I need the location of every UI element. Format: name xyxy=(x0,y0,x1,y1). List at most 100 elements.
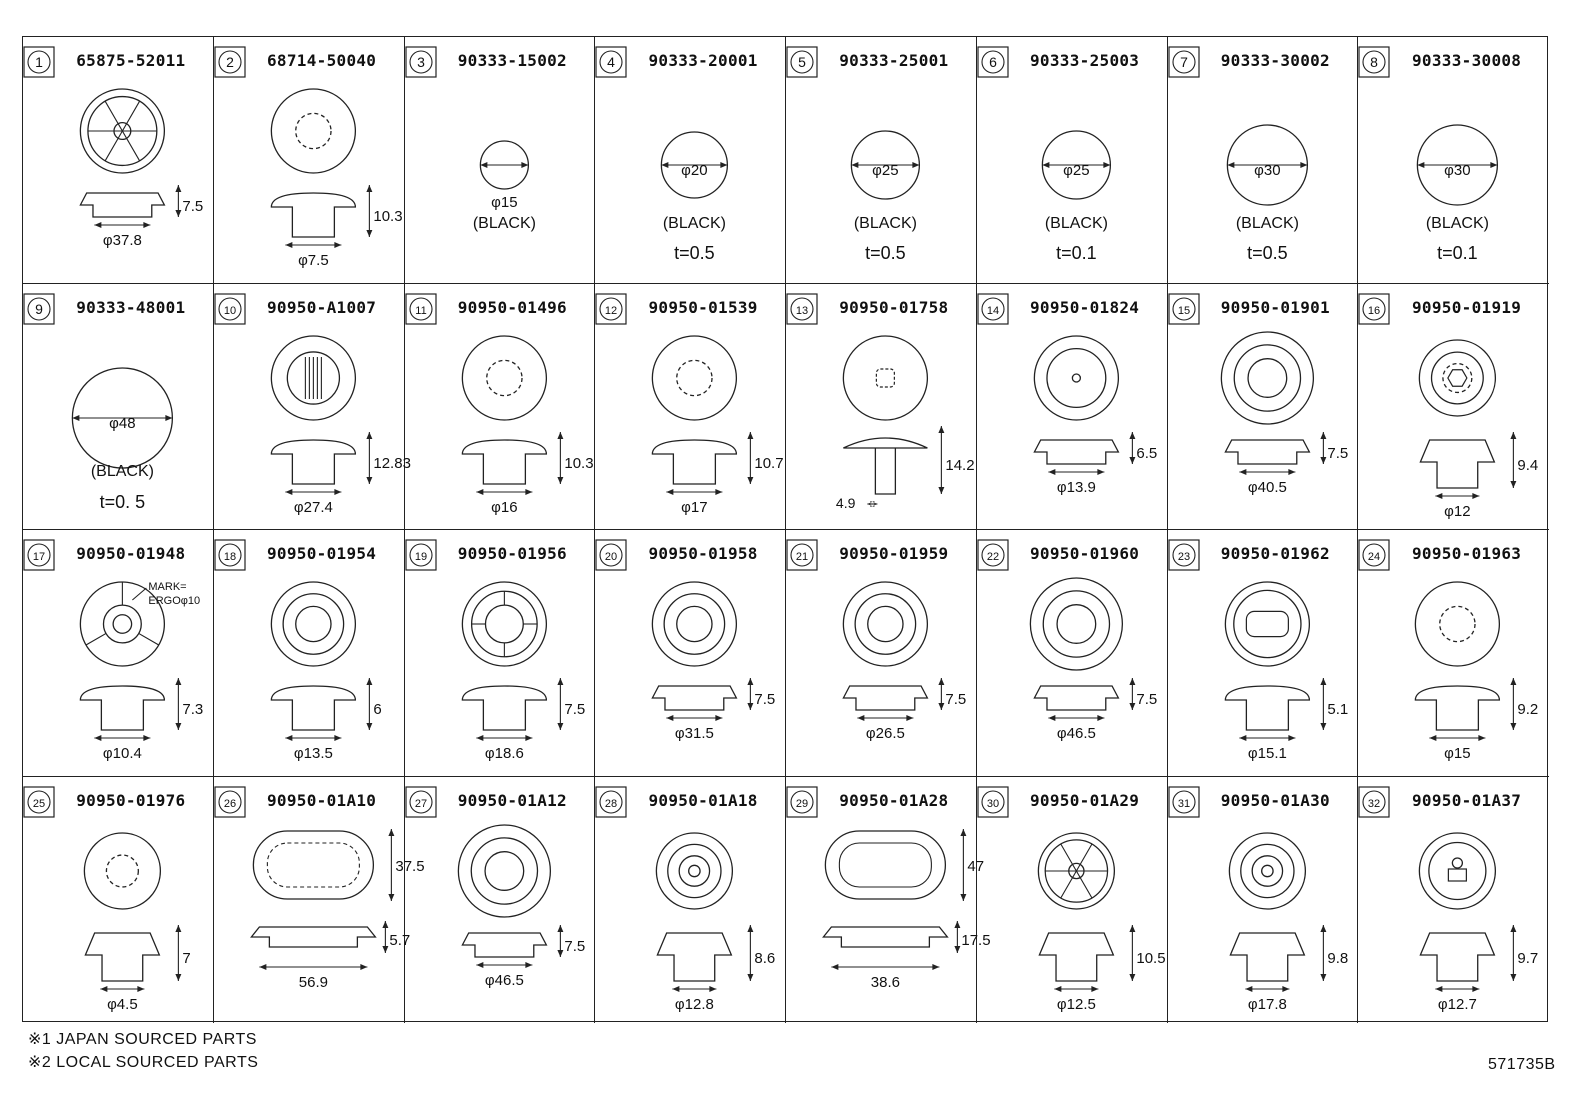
arrowhead xyxy=(1129,678,1136,710)
number-circle xyxy=(790,296,814,321)
part-number[interactable]: 90950-01962 xyxy=(1220,544,1330,563)
number-box xyxy=(214,46,246,78)
diameter-label: φ4.5 xyxy=(107,996,138,1013)
part-number[interactable]: 90950-01956 xyxy=(457,544,567,563)
inner-ring xyxy=(484,604,524,644)
height-label: 7.3 xyxy=(182,701,203,718)
part-number[interactable]: 90950-01A12 xyxy=(457,790,567,810)
part-number[interactable]: 90950-01959 xyxy=(839,544,949,563)
number-box xyxy=(23,785,55,818)
inner-dashed-circle xyxy=(1439,605,1476,643)
part-number[interactable]: 90950-01976 xyxy=(76,790,186,810)
spoke-line xyxy=(1060,843,1077,871)
center-ring xyxy=(1260,864,1274,877)
part-number[interactable]: 90333-15002 xyxy=(457,51,567,70)
top-view-outline xyxy=(1224,581,1310,667)
height-label: 9.8 xyxy=(1327,950,1348,967)
footnote-japan: ※1 JAPAN SOURCED PARTS xyxy=(28,1031,257,1048)
part-number[interactable]: 90950-01758 xyxy=(839,297,949,317)
inner-ring xyxy=(294,605,332,643)
diameter-label: φ12 xyxy=(1444,503,1470,520)
center-dot xyxy=(1071,372,1081,383)
part-number-index: 17 xyxy=(33,551,45,563)
inner-ring xyxy=(1056,604,1097,644)
number-box xyxy=(977,292,1009,325)
part-number[interactable]: 90950-01919 xyxy=(1411,297,1522,317)
hub-ring xyxy=(1067,862,1085,879)
mark-label: MARK= xyxy=(148,581,186,593)
number-circle xyxy=(27,50,51,74)
part-number[interactable]: 90950-01A37 xyxy=(1411,790,1522,810)
part-number[interactable]: 90950-01A28 xyxy=(839,790,949,810)
number-circle xyxy=(218,543,242,567)
part-number[interactable]: 90950-01A29 xyxy=(1029,790,1140,810)
height-label: 7.5 xyxy=(564,938,585,955)
part-number[interactable]: 90950-A1007 xyxy=(266,297,377,317)
part-number[interactable]: 90950-01A18 xyxy=(648,790,758,810)
part-number[interactable]: 65875-52011 xyxy=(76,51,186,70)
part-number[interactable]: 90950-01A10 xyxy=(266,790,377,810)
part-number[interactable]: 90950-01954 xyxy=(266,544,377,563)
top-view-outline xyxy=(457,823,551,918)
obround-outline xyxy=(824,829,947,900)
number-circle xyxy=(599,296,623,321)
inner-dashed-circle xyxy=(1442,362,1473,393)
part-number[interactable]: 68714-50040 xyxy=(266,51,377,70)
diameter-label: φ20 xyxy=(681,162,707,179)
part-number[interactable]: 90950-01539 xyxy=(648,297,758,317)
number-box xyxy=(1167,539,1200,571)
top-view-outline xyxy=(1220,330,1314,425)
number-box xyxy=(23,539,55,571)
number-box xyxy=(595,292,627,325)
width-label: 56.9 xyxy=(299,974,328,991)
diameter-label: φ25 xyxy=(872,162,898,179)
number-circle xyxy=(1362,50,1386,74)
number-circle xyxy=(408,296,433,321)
arrowhead xyxy=(938,678,945,710)
part-number[interactable]: 90950-01958 xyxy=(648,544,758,563)
part-number[interactable]: 90333-20001 xyxy=(648,51,758,70)
inner-ring xyxy=(1431,351,1485,404)
part-number[interactable]: 90950-01824 xyxy=(1029,297,1140,317)
side-view-profile xyxy=(79,192,166,218)
number-box xyxy=(977,539,1009,571)
part-number[interactable]: 90950-01960 xyxy=(1029,544,1140,563)
part-number[interactable]: 90950-01963 xyxy=(1411,544,1522,563)
side-view-profile xyxy=(651,685,738,711)
part-number[interactable]: 90950-01901 xyxy=(1220,297,1330,317)
inner-ring xyxy=(1428,841,1487,900)
key-hole xyxy=(1451,856,1464,869)
part-number[interactable]: 90950-01496 xyxy=(457,297,567,317)
mark-label: ERGOφ10 xyxy=(148,595,200,607)
part-number[interactable]: 90950-01948 xyxy=(76,544,186,563)
top-view-outline xyxy=(1418,338,1497,417)
part-number[interactable]: 90333-48001 xyxy=(76,297,186,317)
number-circle xyxy=(27,296,51,321)
part-number[interactable]: 90950-01A30 xyxy=(1220,790,1330,810)
number-box xyxy=(1167,785,1200,818)
width-label: 4.9 xyxy=(836,495,856,511)
top-view-outline xyxy=(270,334,356,421)
footnote-local: ※2 LOCAL SOURCED PARTS xyxy=(28,1054,259,1071)
part-number[interactable]: 90333-25001 xyxy=(839,51,949,70)
inner-ring xyxy=(867,605,904,643)
part-number[interactable]: 90333-30002 xyxy=(1220,51,1330,70)
inner-dashed-circle xyxy=(676,359,713,396)
part-number[interactable]: 90333-30008 xyxy=(1411,51,1522,70)
diameter-label: φ25 xyxy=(1063,162,1089,179)
part-number[interactable]: 90333-25003 xyxy=(1029,51,1140,70)
